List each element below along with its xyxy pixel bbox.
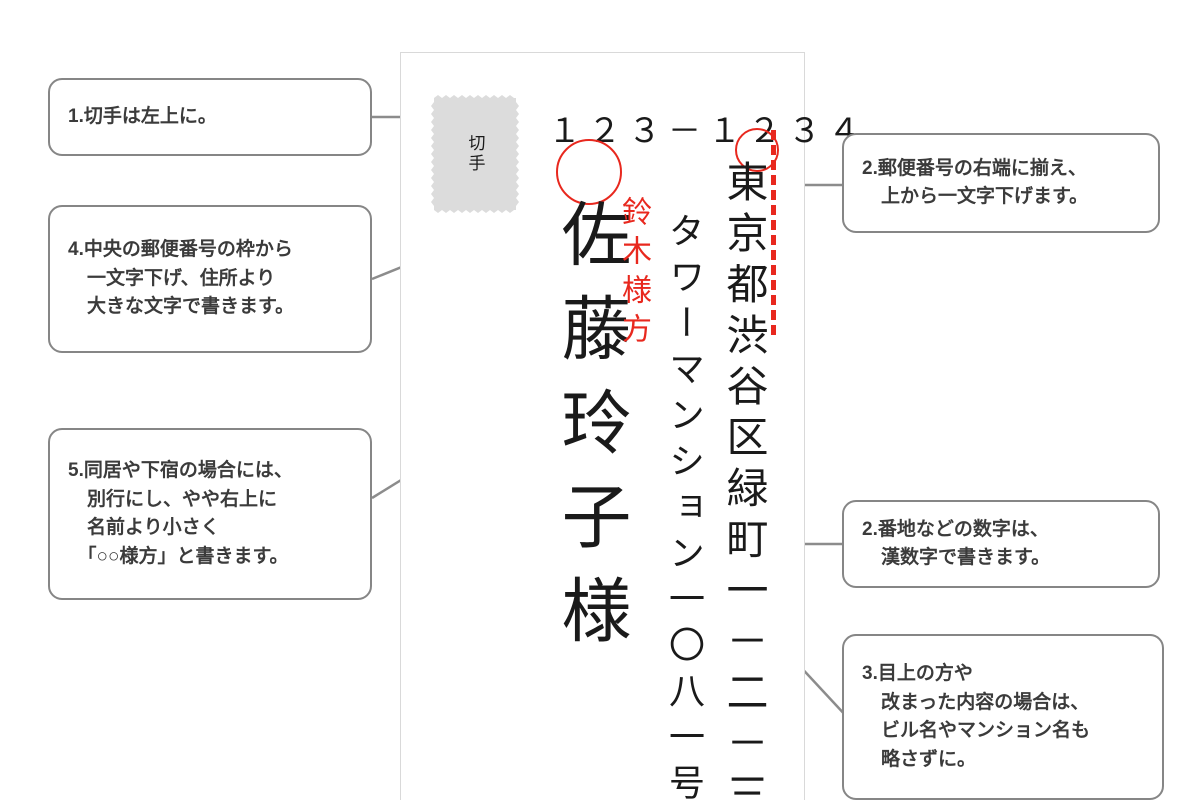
callout-2a-text: 2.郵便番号の右端に揃え、 上から一文字下げます。 (862, 157, 1089, 208)
callout-4: 4.中央の郵便番号の枠から 一文字下げ、住所より 大きな文字で書きます。 (48, 205, 372, 353)
callout-3: 3.目上の方や 改まった内容の場合は、 ビル名やマンション名も 略さずに。 (842, 634, 1164, 800)
red-circle-address-guide (735, 128, 779, 172)
callout-3-text: 3.目上の方や 改まった内容の場合は、 ビル名やマンション名も 略さずに。 (862, 663, 1091, 770)
callout-5-text: 5.同居や下宿の場合には、 別行にし、やや右上に 名前より小さく 「○○様方」と… (68, 460, 293, 567)
stamp-label: 切手 (465, 134, 485, 174)
callout-4-text: 4.中央の郵便番号の枠から 一文字下げ、住所より 大きな文字で書きます。 (68, 239, 295, 318)
care-of-note: 鈴木様方 (617, 196, 650, 352)
callout-5: 5.同居や下宿の場合には、 別行にし、やや右上に 名前より小さく 「○○様方」と… (48, 428, 372, 600)
stamp-box: 切手 (431, 95, 519, 213)
callout-2b: 2.番地などの数字は、 漢数字で書きます。 (842, 500, 1160, 588)
red-circle-name-guide (556, 139, 622, 205)
callout-1-text: 1.切手は左上に。 (68, 105, 217, 127)
address-building-line: タワーマンション一〇八一号室 (664, 212, 704, 800)
stamp-edge-icon (431, 95, 519, 213)
callout-2a: 2.郵便番号の右端に揃え、 上から一文字下げます。 (842, 133, 1160, 233)
address-main-line: 東京都渋谷区緑町一－二－三 (720, 160, 766, 800)
callout-1: 1.切手は左上に。 (48, 78, 372, 156)
recipient-name: 佐藤玲子様 (551, 198, 628, 668)
red-dashed-alignment-line (771, 130, 776, 335)
callout-2b-text: 2.番地などの数字は、 漢数字で書きます。 (862, 518, 1051, 569)
